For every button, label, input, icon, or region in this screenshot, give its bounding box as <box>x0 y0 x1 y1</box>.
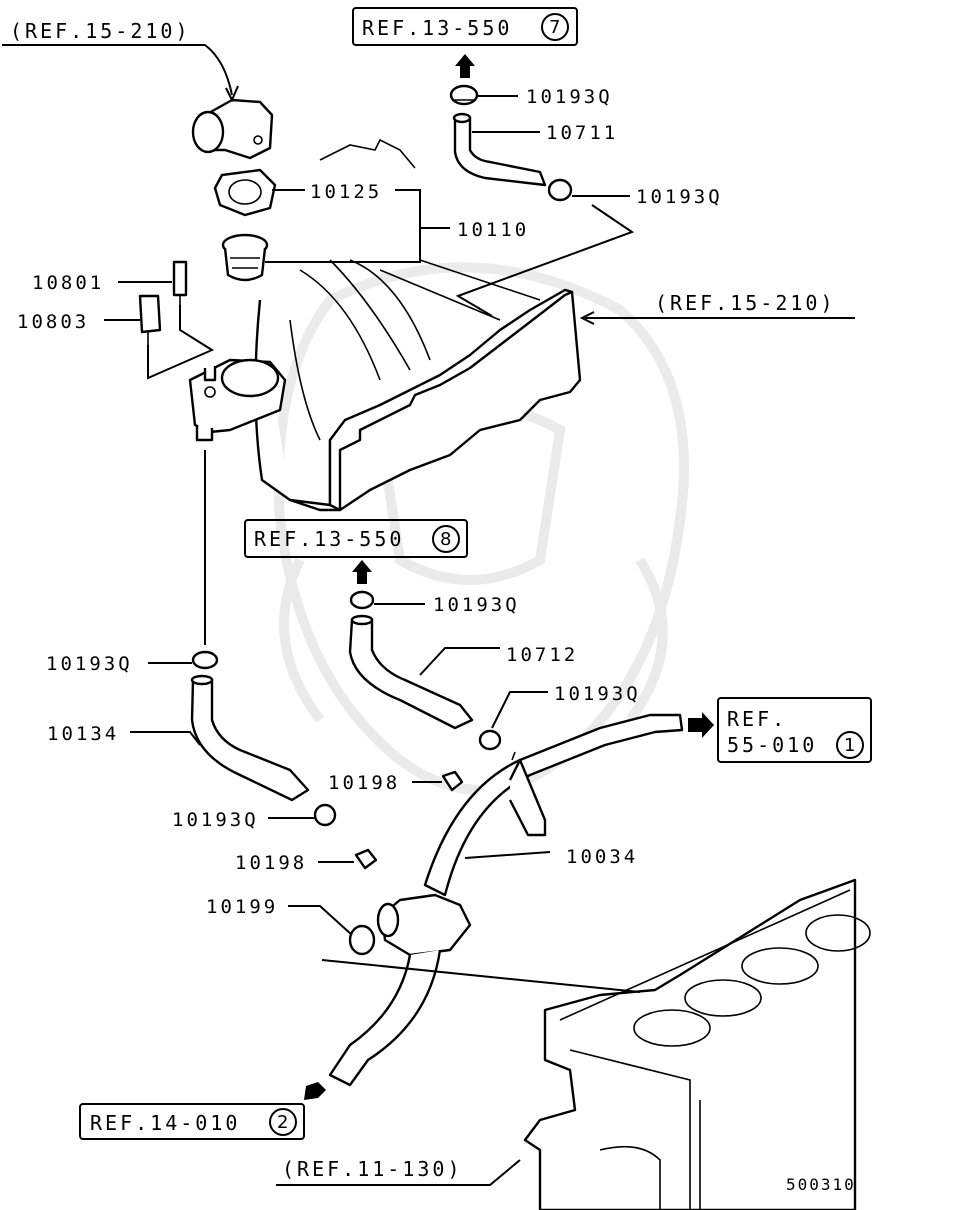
part-label-10110: 10110 <box>457 219 529 241</box>
cylinder-head <box>523 878 871 1210</box>
clamp-10193Q-f <box>313 803 337 827</box>
water-pipe-10034 <box>328 713 684 1087</box>
part-label-10803: 10803 <box>17 311 89 333</box>
ref-55-010-label-2: 55-010 <box>727 733 817 757</box>
bolt-10198-a <box>441 770 464 792</box>
part-label-10134: 10134 <box>47 723 119 745</box>
ref-circle-number: 7 <box>549 17 560 38</box>
diagram-code: 500310 <box>786 1175 856 1194</box>
part-label-10198: 10198 <box>328 772 400 794</box>
ref-box-13-550-7: REF.13-550 7 <box>352 7 578 46</box>
ref-15-210-top-label: (REF.15-210) <box>10 19 191 43</box>
clamp-10193Q-d <box>478 729 502 751</box>
part-label-10193Q: 10193Q <box>554 683 641 705</box>
thermostat-10110 <box>221 233 269 282</box>
clamp-10193Q-e <box>191 650 219 670</box>
ref-circle-number: 8 <box>440 529 451 550</box>
hose-10712 <box>348 614 474 730</box>
arrow-right-ref-55-010 <box>688 712 714 738</box>
water-outlet-fitting <box>191 98 274 160</box>
o-ring-10199 <box>348 924 376 956</box>
hose-10711 <box>452 112 547 187</box>
sensor-10801 <box>172 260 188 305</box>
ref-55-010-label-1: REF. <box>727 707 787 731</box>
part-label-10193Q: 10193Q <box>46 653 133 675</box>
ref-13-550-label: REF.13-550 <box>254 527 404 551</box>
part-label-10034: 10034 <box>566 846 638 868</box>
thermostat-housing <box>188 358 287 442</box>
ref-box-14-010: REF.14-010 2 <box>79 1103 305 1140</box>
hose-10134 <box>190 674 310 802</box>
ref-15-210-right-label: (REF.15-210) <box>655 291 836 315</box>
clamp-10193Q-a <box>449 84 479 106</box>
ref-box-55-010: REF. 55-010 1 <box>717 697 872 763</box>
ref-13-550-label: REF.13-550 <box>362 16 512 40</box>
part-label-10712: 10712 <box>506 644 578 666</box>
arrow-up-ref-13-550-8 <box>352 560 372 584</box>
clamp-10193Q-b <box>547 178 573 202</box>
ref-circle-number: 2 <box>277 1112 288 1133</box>
part-label-10193Q: 10193Q <box>636 186 723 208</box>
arrow-up-ref-13-550-7 <box>455 54 475 78</box>
part-label-10193Q: 10193Q <box>172 809 259 831</box>
part-label-10199: 10199 <box>206 896 278 918</box>
part-label-10801: 10801 <box>32 272 104 294</box>
gasket-10125 <box>213 168 277 217</box>
ref-circle-number: 1 <box>844 735 855 756</box>
part-label-10193Q: 10193Q <box>526 86 613 108</box>
sensor-10803 <box>138 294 162 345</box>
part-label-10198: 10198 <box>235 852 307 874</box>
clamp-10193Q-c <box>349 590 375 610</box>
part-label-10125: 10125 <box>310 181 382 203</box>
leader-lines <box>2 44 855 1186</box>
arrow-down-ref-14-010 <box>304 1082 326 1100</box>
ref-box-13-550-8: REF.13-550 8 <box>244 519 468 558</box>
ref-11-130-label: (REF.11-130) <box>282 1157 463 1181</box>
part-label-10711: 10711 <box>546 122 618 144</box>
bolt-10198-b <box>354 848 378 870</box>
part-label-10193Q: 10193Q <box>433 594 520 616</box>
ref-14-010-label: REF.14-010 <box>90 1111 240 1135</box>
intake-manifold <box>254 138 582 512</box>
